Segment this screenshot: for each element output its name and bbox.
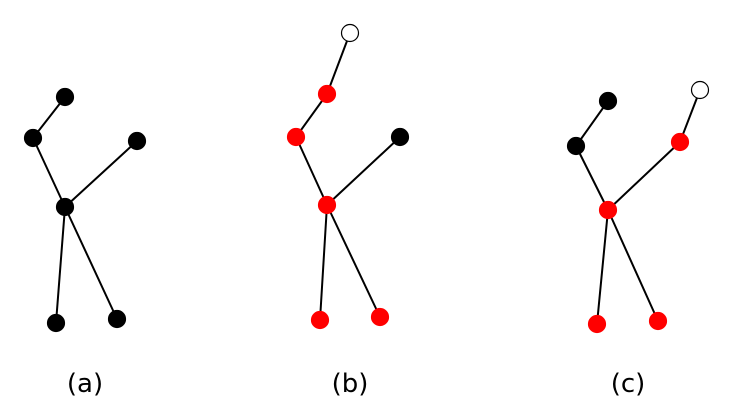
edge-a-n2-n4: [32, 137, 66, 208]
edge-c-n4-n6: [607, 209, 659, 322]
caption-a: (a): [67, 369, 103, 399]
node-b-n4: [317, 195, 337, 215]
edge-a-n4-n3: [64, 140, 138, 208]
edge-c-n4-n5: [596, 209, 609, 325]
node-b-n1: [317, 84, 337, 104]
node-c-n1: [598, 91, 618, 111]
panel-a: (a): [23, 87, 147, 399]
panel-b: (b): [286, 23, 410, 399]
caption-b: (b): [332, 369, 369, 399]
edge-b-n4-n5: [319, 204, 328, 321]
node-a-n2: [23, 128, 43, 148]
node-b-n6: [370, 307, 390, 327]
edge-b-n0-n1: [326, 32, 351, 95]
node-b-n5: [310, 310, 330, 330]
edge-b-n4-n3: [326, 136, 401, 206]
edge-c-n7-n3: [679, 89, 701, 143]
node-b-n3: [390, 127, 410, 147]
edge-a-n4-n5: [55, 206, 66, 324]
panel-c: (c): [566, 80, 710, 399]
edge-c-n1-n2: [575, 100, 609, 147]
edge-c-n2-n4: [575, 145, 609, 211]
node-c-n3: [670, 132, 690, 152]
node-a-n4: [55, 197, 75, 217]
node-a-n1: [55, 87, 75, 107]
node-c-n6: [648, 311, 668, 331]
node-c-n2: [566, 136, 586, 156]
edge-a-n4-n6: [64, 206, 118, 320]
caption-c: (c): [611, 369, 646, 399]
node-a-n3: [127, 131, 147, 151]
node-a-n5: [46, 313, 66, 333]
node-a-n6: [107, 309, 127, 329]
edge-b-n4-n6: [326, 204, 381, 318]
node-c-n4: [598, 200, 618, 220]
edge-c-n3-n4: [607, 141, 681, 211]
edge-b-n2-n4: [295, 136, 328, 206]
node-c-n5: [587, 314, 607, 334]
node-b-n0: [340, 23, 360, 43]
node-b-n2: [286, 127, 306, 147]
node-c-n7: [690, 80, 710, 100]
